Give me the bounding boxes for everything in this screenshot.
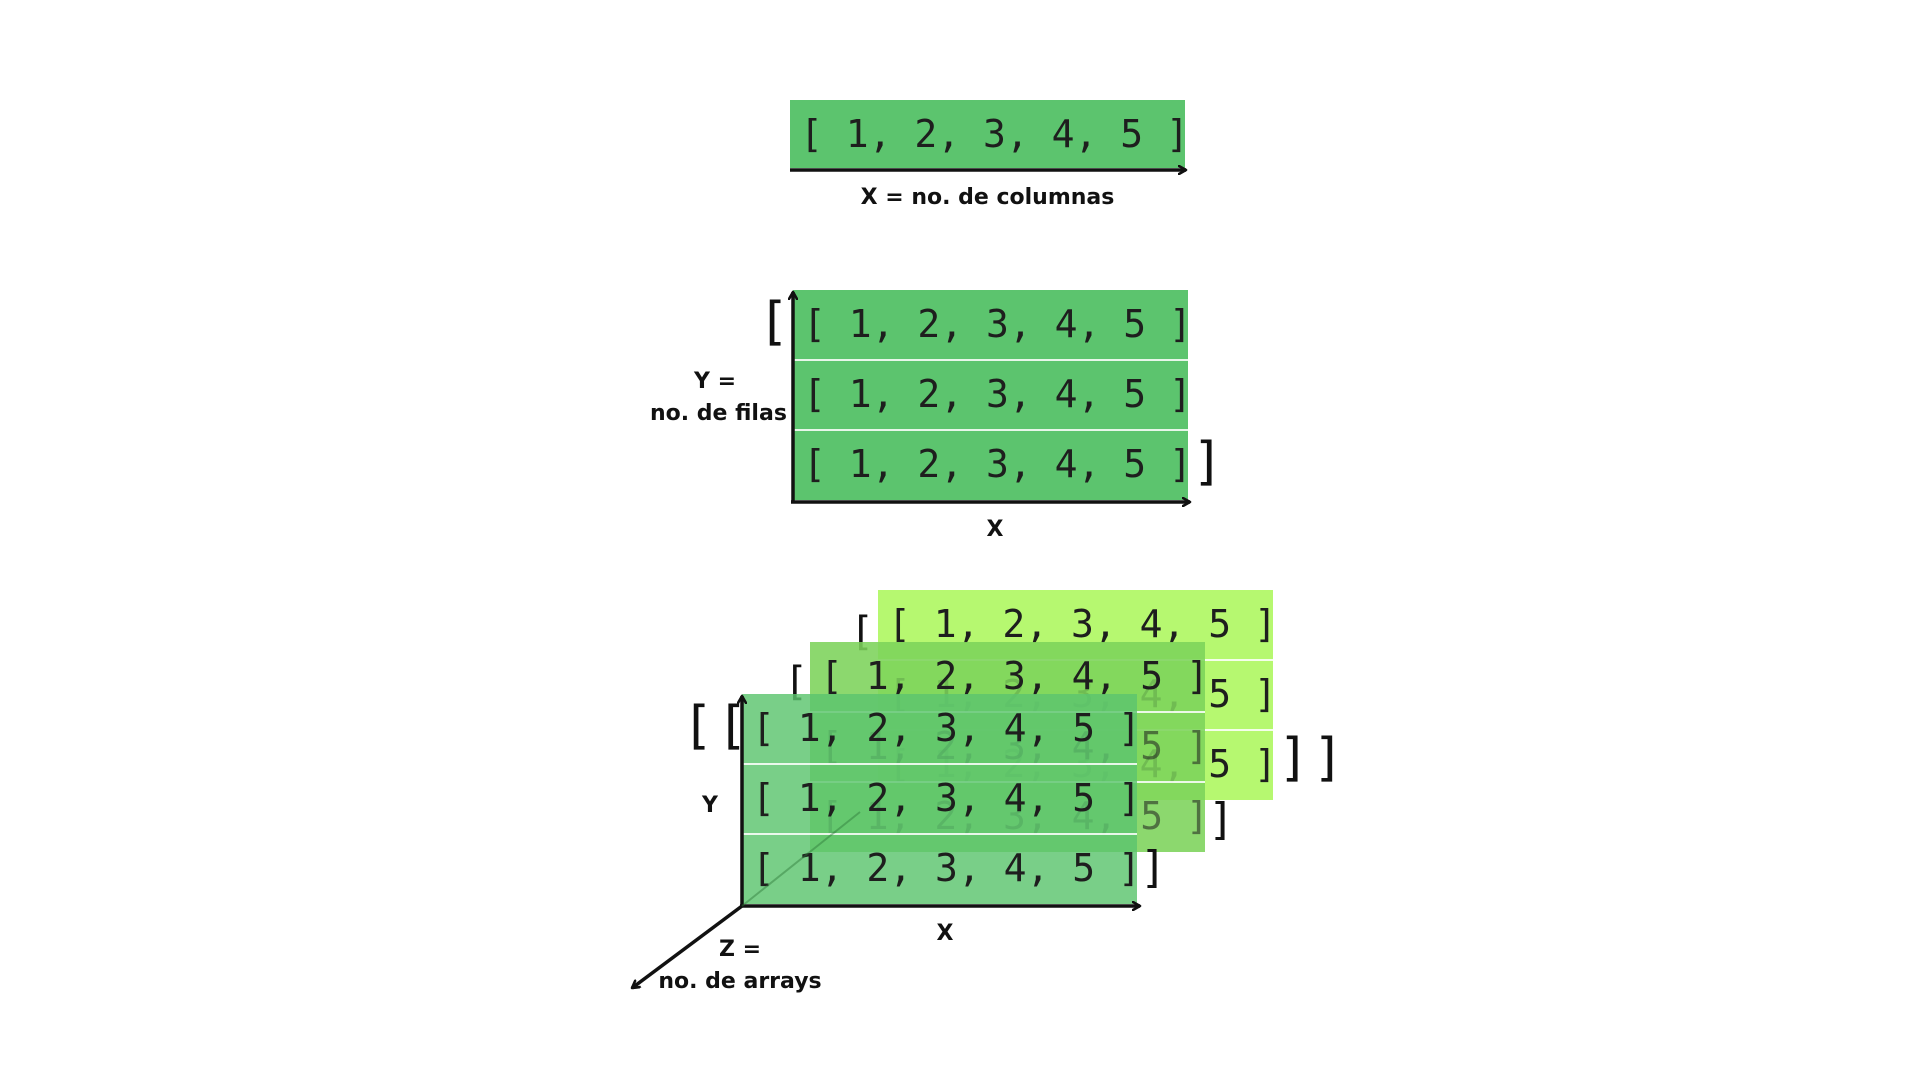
array-row: [ 1, 2, 3, 4, 5 ] bbox=[888, 602, 1277, 646]
outer-open-bracket: [ bbox=[758, 292, 790, 352]
z-arrays-label: Z = no. de arrays bbox=[650, 934, 830, 998]
row-divider bbox=[793, 429, 1188, 431]
y-rows-label-line1: Y = bbox=[693, 369, 737, 394]
row-divider bbox=[793, 359, 1188, 361]
y-rows-label-line2: no. de filas bbox=[650, 401, 787, 426]
array-row: [ 1, 2, 3, 4, 5 ] bbox=[803, 302, 1192, 346]
array-row: [ 1, 2, 3, 4, 5 ] bbox=[820, 654, 1209, 698]
y-rows-label: Y = no. de filas bbox=[650, 366, 787, 430]
array-1d: [ 1, 2, 3, 4, 5 ] bbox=[790, 100, 1189, 168]
layer-middle-close-bracket: ] bbox=[1208, 794, 1235, 845]
x-axis-label-2d: X bbox=[986, 517, 1004, 542]
y-axis-label-3d: Y bbox=[702, 793, 718, 818]
outer-close-double-bracket: ] ] bbox=[1278, 728, 1344, 788]
z-label-line1: Z = bbox=[718, 937, 762, 962]
array-row: [ 1, 2, 3, 4, 5 ] bbox=[752, 776, 1141, 820]
z-label-line2: no. de arrays bbox=[658, 969, 822, 994]
array-row: [ 1, 2, 3, 4, 5 ] bbox=[803, 442, 1192, 486]
array-row: [ 1, 2, 3, 4, 5 ] bbox=[752, 846, 1141, 890]
row-divider bbox=[742, 833, 1137, 835]
outer-close-bracket: ] bbox=[1192, 432, 1224, 492]
x-columns-label: X = no. de columnas bbox=[860, 185, 1115, 210]
array-row: [ 1, 2, 3, 4, 5 ] bbox=[800, 112, 1189, 156]
array-3d-layer-front: [ 1, 2, 3, 4, 5 ] [ 1, 2, 3, 4, 5 ] [ 1,… bbox=[742, 694, 1141, 904]
array-row: [ 1, 2, 3, 4, 5 ] bbox=[803, 372, 1192, 416]
array-row: [ 1, 2, 3, 4, 5 ] bbox=[752, 706, 1141, 750]
x-axis-label-3d: X bbox=[936, 921, 954, 946]
layer-front-close-bracket: ] bbox=[1140, 842, 1167, 893]
row-divider bbox=[742, 763, 1137, 765]
outer-open-double-bracket: [ [ bbox=[682, 696, 748, 756]
array-2d: [ 1, 2, 3, 4, 5 ] [ 1, 2, 3, 4, 5 ] [ 1,… bbox=[793, 290, 1192, 500]
